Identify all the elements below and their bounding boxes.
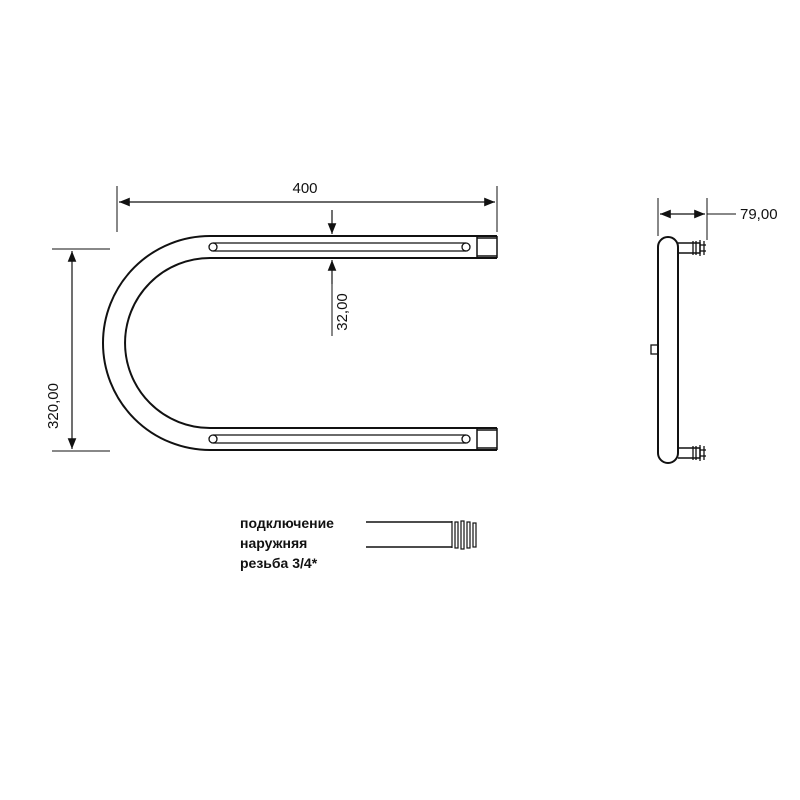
top-slot [208, 242, 471, 252]
thread-detail [366, 520, 477, 550]
bottom-connection-end [476, 428, 498, 450]
height-dimension-label: 320,00 [45, 383, 62, 429]
depth-dimension-label: 79,00 [740, 206, 778, 223]
gap-dimension-label: 32,00 [334, 293, 351, 331]
depth-dimension: 79,00 [657, 198, 778, 240]
connection-note: подключение наружняя резьба 3/4* [240, 515, 334, 571]
note-line-2: наружняя [240, 535, 307, 551]
gap-dimension: 32,00 [327, 210, 351, 336]
height-dimension: 320,00 [45, 248, 110, 452]
width-dimension-label: 400 [292, 180, 317, 197]
side-bottom-fitting [678, 445, 706, 461]
tube-inner-contour [124, 257, 497, 429]
bottom-slot [208, 434, 471, 444]
side-view [650, 236, 706, 464]
side-bracket [650, 344, 659, 355]
side-tube-body [657, 236, 679, 464]
front-view [102, 235, 498, 451]
top-connection-end [476, 236, 498, 258]
note-line-3: резьба 3/4* [240, 555, 318, 571]
width-dimension: 400 [116, 180, 498, 232]
side-top-fitting [678, 240, 706, 256]
tube-outer-contour [102, 235, 497, 451]
note-line-1: подключение [240, 515, 334, 531]
